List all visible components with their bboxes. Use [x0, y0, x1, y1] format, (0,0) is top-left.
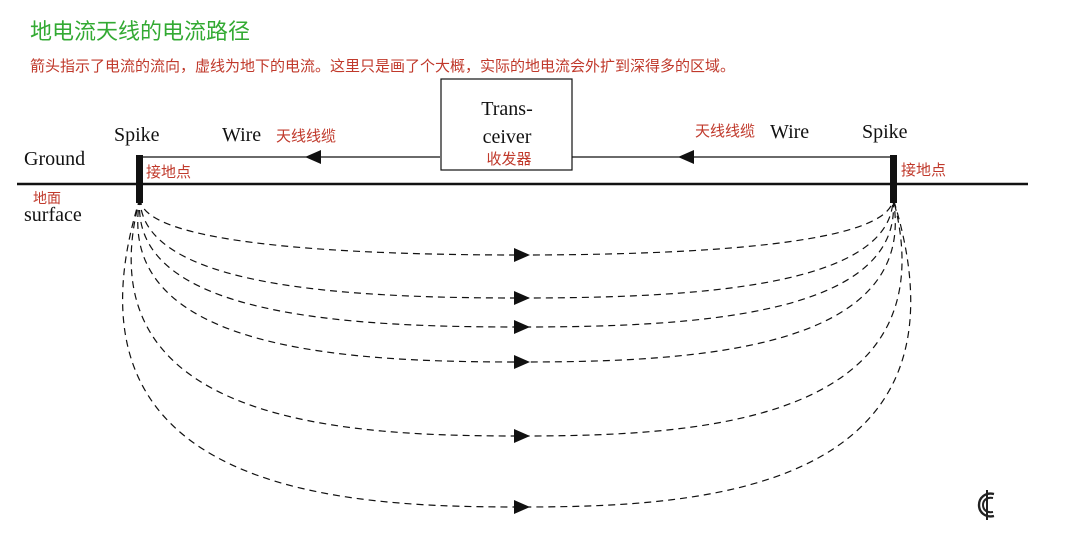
spike-right — [890, 155, 897, 203]
transceiver-label-line1: Trans- — [481, 98, 533, 120]
wire-left-arrow — [305, 150, 321, 164]
ground-label: Ground — [24, 148, 85, 170]
current-path-4 — [137, 197, 896, 363]
surface-label: surface — [24, 204, 82, 226]
wire-right-arrow — [678, 150, 694, 164]
current-arrow-5 — [514, 429, 530, 443]
spike-right-cn-label: 接地点 — [901, 161, 946, 179]
current-arrow-3 — [514, 320, 530, 334]
current-arrow-1 — [514, 248, 530, 262]
spike-left-label: Spike — [114, 124, 160, 146]
current-path-3 — [139, 197, 894, 328]
spike-left — [136, 155, 143, 203]
diagram-title: 地电流天线的电流路径 — [30, 20, 251, 45]
wire-left-cn-label: 天线线缆 — [276, 127, 336, 145]
wire-right-cn-label: 天线线缆 — [695, 122, 755, 140]
current-path-5 — [130, 197, 903, 437]
current-arrow-6 — [514, 500, 530, 514]
underground-current-paths — [122, 197, 912, 514]
ground-cn-label: 地面 — [33, 191, 61, 207]
watermark-logo-icon — [977, 490, 995, 520]
spike-left-cn-label: 接地点 — [146, 163, 191, 181]
wire-right-label: Wire — [770, 121, 809, 143]
wire-left-label: Wire — [222, 124, 261, 146]
spike-right-label: Spike — [862, 121, 908, 143]
current-arrow-4 — [514, 355, 530, 369]
current-path-6 — [122, 197, 912, 508]
current-path-2 — [139, 197, 894, 299]
transceiver-box — [440, 78, 573, 171]
transceiver-cn-label: 收发器 — [486, 150, 531, 168]
current-path-1 — [139, 197, 894, 256]
diagram-subtitle: 箭头指示了电流的流向，虚线为地下的电流。这里只是画了个大概，实际的地电流会外扩到… — [30, 57, 736, 75]
transceiver-label-line2: ceiver — [483, 126, 532, 148]
current-arrow-2 — [514, 291, 530, 305]
